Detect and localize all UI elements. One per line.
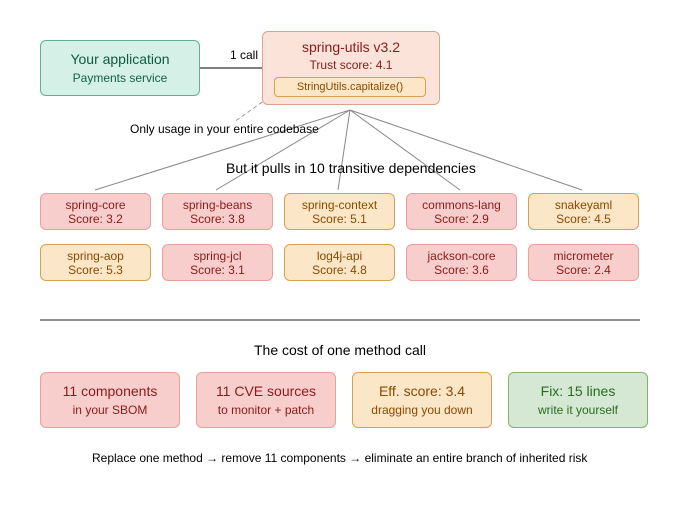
dependency-score: Score: 3.8 (190, 211, 245, 226)
dependency-name: spring-jcl (193, 248, 242, 263)
cost-title: Fix: 15 lines (540, 383, 616, 399)
dependency-score: Score: 3.6 (434, 262, 489, 277)
transitive-heading: But it pulls in 10 transitive dependenci… (226, 160, 476, 176)
dependency-name: spring-context (301, 197, 378, 212)
cost-title: Eff. score: 3.4 (378, 383, 466, 399)
app-subtitle: Payments service (72, 71, 168, 85)
fanout-line (349, 109, 461, 191)
fanout-line (349, 109, 583, 191)
dependency-score: Score: 3.2 (68, 211, 123, 226)
fanout-lines (94, 109, 583, 191)
dependency-name: spring-core (65, 197, 126, 212)
cost-subtitle: in your SBOM (72, 403, 148, 417)
dependency-score: Score: 2.4 (556, 262, 611, 277)
cost-subtitle: to monitor + patch (217, 403, 315, 417)
cost-box: 11 components in your SBOM (40, 372, 180, 428)
cost-title: 11 CVE sources (215, 383, 317, 399)
call-label: 1 call (230, 48, 259, 62)
cost-box: 11 CVE sources to monitor + patch (196, 372, 336, 428)
cost-box: Fix: 15 lines write it yourself (508, 372, 648, 428)
footer-note: Replace one method → remove 11 component… (92, 451, 588, 465)
cost-title: 11 components (62, 383, 158, 399)
dependency-name: spring-aop (67, 248, 124, 263)
library-name: spring-utils v3.2 (301, 39, 401, 55)
app-name: Your application (70, 51, 170, 67)
library-trust-score: Trust score: 4.1 (309, 58, 393, 72)
dependency-name: commons-lang (422, 197, 501, 212)
cost-subtitle: dragging you down (371, 403, 473, 417)
dependency-name: jackson-core (427, 248, 496, 263)
fanout-line (337, 109, 351, 191)
fanout-line (94, 109, 351, 191)
dependency-name: snakeyaml (554, 197, 613, 212)
dependency-score: Score: 5.1 (312, 211, 367, 226)
dependency-score: Score: 4.8 (312, 262, 367, 277)
dependency-score: Score: 2.9 (434, 211, 489, 226)
fanout-line (215, 109, 351, 191)
method-box: StringUtils.capitalize() (274, 77, 426, 97)
cost-subtitle: write it yourself (537, 403, 619, 417)
dependency-score: Score: 3.1 (190, 262, 245, 277)
app-box: Your application Payments service (40, 40, 200, 96)
cost-box: Eff. score: 3.4 dragging you down (352, 372, 492, 428)
dependency-name: micrometer (553, 248, 614, 263)
cost-heading: The cost of one method call (254, 342, 426, 358)
dependency-score: Score: 4.5 (556, 211, 611, 226)
dependency-name: spring-beans (182, 197, 253, 212)
dependency-score: Score: 5.3 (68, 262, 123, 277)
dependency-name: log4j-api (316, 248, 363, 263)
usage-note: Only usage in your entire codebase (130, 122, 319, 136)
